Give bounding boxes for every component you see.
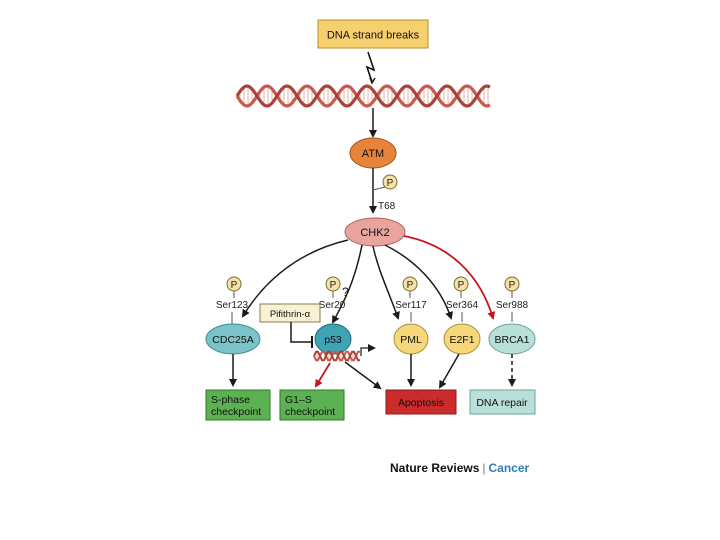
svg-text:P: P [458,280,465,291]
phosphate-brca1: P [504,276,520,298]
phosphate-e2f1: P [453,276,469,298]
svg-text:P: P [330,280,337,291]
brca1-label: BRCA1 [494,334,529,346]
pml-label: PML [400,334,422,346]
t68-label: T68 [378,201,396,212]
pifithrin-box [259,303,321,323]
g1s-checkpoint-box [279,389,345,421]
svg-text:P: P [407,280,414,291]
lightning-bolt-icon [365,51,376,83]
site-p53: Ser20 [319,300,346,311]
site-cdc25a: Ser123 [216,300,249,311]
chk2-label: CHK2 [360,227,389,239]
phosphate-p53: P [325,276,341,298]
phosphate-label: P [387,178,394,189]
site-pml: Ser117 [395,300,427,311]
question-mark: ? [342,285,349,299]
svg-text:P: P [509,280,516,291]
e2f1-label: E2F1 [449,334,474,346]
g1s-label-2: checkpoint [285,406,335,418]
cdc25a-label: CDC25A [212,334,253,346]
dna-breaks-label: DNA strand breaks [327,30,420,42]
g1s-label-1: G1–S [285,394,312,406]
s-phase-label-2: checkpoint [211,406,261,418]
svg-text:P: P [231,280,238,291]
chk2-node [344,217,406,247]
p53-label: p53 [324,334,342,346]
journal-credit: Nature Reviews|Cancer [390,461,529,475]
dna-repair-label: DNA repair [476,397,528,409]
apoptosis-box [385,389,457,415]
dna-double-helix [235,84,491,108]
e2f1-node [443,323,481,355]
credit-separator: | [482,461,486,475]
phosphate-cdc25a: P [226,276,242,298]
phosphate-icon [382,174,398,190]
p53-target-dna [313,350,360,362]
transcription-arrow [360,344,376,356]
journal-section: Cancer [488,461,530,475]
atm-label: ATM [362,148,384,160]
s-phase-checkpoint-box [205,389,271,421]
pifithrin-label: Pifithrin-α [270,309,311,320]
dna-repair-box [469,389,536,415]
s-phase-label-1: S-phase [211,394,250,406]
phosphate-pml: P [402,276,418,298]
apoptosis-label: Apoptosis [398,397,444,409]
journal-name: Nature Reviews [390,461,480,475]
site-brca1: Ser988 [496,300,529,311]
dna-breaks-box [317,19,429,49]
site-e2f1: Ser364 [446,300,479,311]
